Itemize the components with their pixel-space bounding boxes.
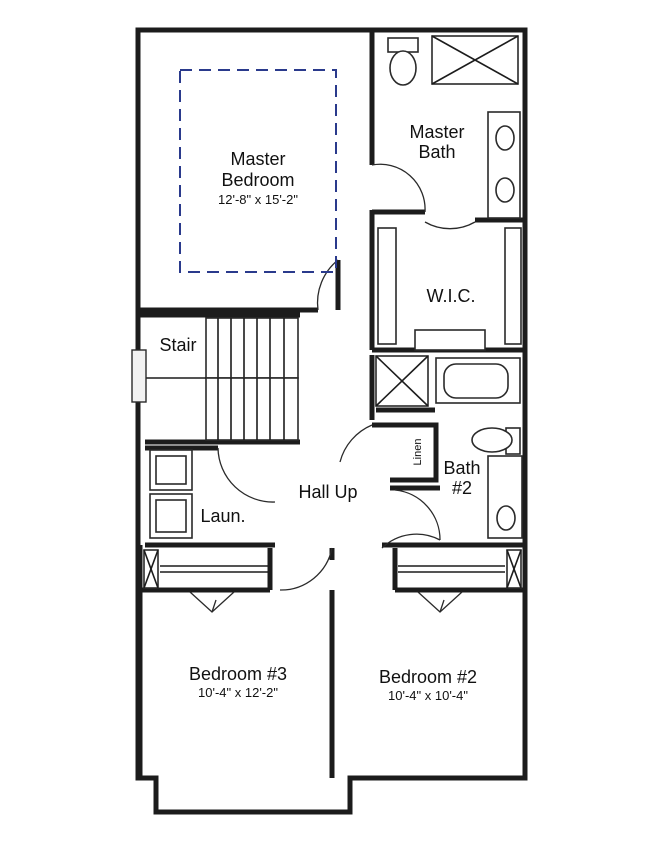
wic-label: W.I.C. (427, 286, 476, 306)
interior-walls (137, 30, 525, 778)
stair-label: Stair (159, 335, 196, 355)
bedroom3-label: Bedroom #3 (189, 664, 287, 684)
bath2-label-1: Bath (443, 458, 480, 478)
laundry-label: Laun. (200, 506, 245, 526)
bedroom3-size: 10'-4" x 12'-2" (198, 685, 278, 700)
bedroom2-label: Bedroom #2 (379, 667, 477, 687)
linen-label: Linen (412, 439, 424, 466)
laundry-appliances (149, 449, 193, 539)
stair-window (131, 349, 147, 403)
master-bedroom-label-1: Master (230, 149, 285, 169)
master-bedroom-label-2: Bedroom (221, 170, 294, 190)
exterior-walls (135, 27, 528, 815)
bath2-fixtures (375, 355, 523, 539)
master-bath-fixtures (387, 35, 521, 219)
stair-treads (131, 317, 299, 441)
master-bath-label-2: Bath (418, 142, 455, 162)
hall-label: Hall Up (298, 482, 357, 502)
wic-shelving (377, 227, 522, 351)
bedroom2-size: 10'-4" x 10'-4" (388, 688, 468, 703)
tray-ceiling-outline (179, 69, 337, 273)
master-bedroom-size: 12'-8" x 15'-2" (218, 192, 298, 207)
bath2-label-2: #2 (452, 478, 472, 498)
bedroom-closets (143, 549, 522, 613)
room-labels: Master Bedroom 12'-8" x 15'-2" Master Ba… (159, 122, 480, 703)
door-swings (217, 163, 476, 591)
master-bath-label-1: Master (409, 122, 464, 142)
